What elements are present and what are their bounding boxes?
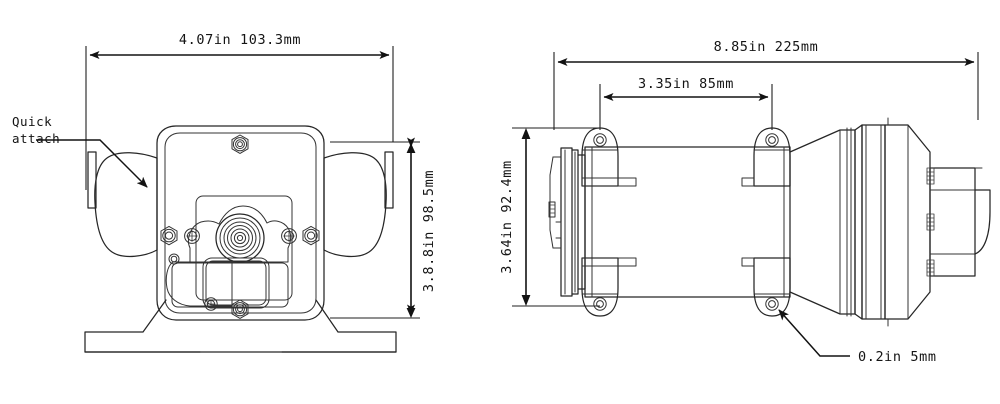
front-center-outlet xyxy=(215,213,265,263)
side-hole-callout-leader xyxy=(778,309,850,357)
side-motor-bolt-details xyxy=(926,167,935,277)
front-height-dimension-arrows xyxy=(406,143,416,318)
side-mount-spacing-extension-lines xyxy=(599,84,773,130)
side-height-dimension-label: 3.64in 92.4mm xyxy=(499,160,515,273)
front-top-bolt-boss xyxy=(231,134,249,154)
side-length-extension-lines xyxy=(553,52,979,130)
side-mount-bracket-upper-left[interactable] xyxy=(581,127,637,187)
front-pressure-switch-body xyxy=(165,257,289,309)
side-height-dimension-line xyxy=(521,128,531,306)
front-right-port xyxy=(323,151,394,258)
front-bottom-bolt-boss xyxy=(231,299,249,319)
side-motor-rear-flange xyxy=(929,167,991,277)
front-mounting-base xyxy=(84,299,397,353)
side-mount-bracket-lower-left[interactable] xyxy=(581,257,637,317)
side-mount-spacing-dimension-label: 3.35in 85mm xyxy=(638,76,734,92)
side-motor-can xyxy=(854,117,931,327)
front-pump-body xyxy=(156,125,325,321)
side-elevation-view xyxy=(512,52,991,357)
quick-attach-label-line2: attach xyxy=(12,131,60,146)
front-right-screw xyxy=(281,228,297,244)
side-pump-body xyxy=(584,146,791,298)
side-mount-bracket-lower-right[interactable] xyxy=(741,257,791,317)
front-left-hex-boss xyxy=(160,225,178,246)
side-mount-bracket-upper-right[interactable] xyxy=(741,127,791,187)
front-elevation-view xyxy=(36,46,420,353)
front-head-plate xyxy=(195,195,293,301)
side-motor-shroud xyxy=(789,127,856,317)
front-width-extension-lines xyxy=(85,46,394,190)
side-pump-head xyxy=(548,147,586,297)
front-left-screw xyxy=(184,228,200,244)
front-height-extension-lines xyxy=(330,141,420,319)
front-quick-attach-leader xyxy=(36,139,148,188)
quick-attach-label-line1: Quick xyxy=(12,114,52,129)
front-left-port xyxy=(87,151,158,258)
front-right-hex-boss xyxy=(302,225,320,246)
front-height-dimension-label: 3.8.8in 98.5mm xyxy=(421,170,437,292)
front-width-dimension-label: 4.07in 103.3mm xyxy=(179,32,301,48)
side-length-dimension-label: 8.85in 225mm xyxy=(714,39,819,55)
side-hole-callout-label: 0.2in 5mm xyxy=(858,349,937,365)
